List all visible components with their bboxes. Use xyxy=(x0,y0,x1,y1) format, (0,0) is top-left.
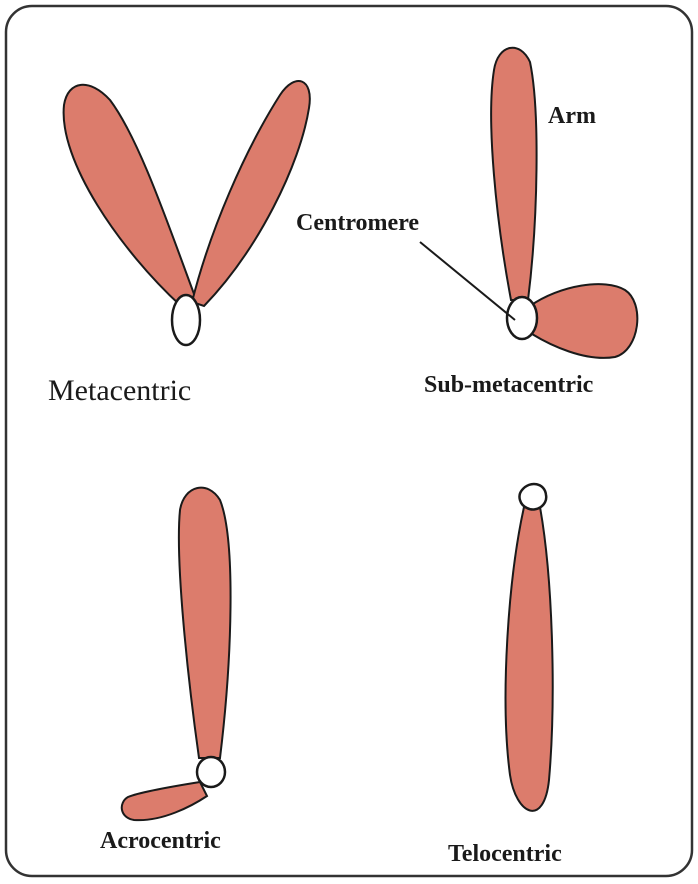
label-acrocentric: Acrocentric xyxy=(100,828,221,855)
telocentric-centromere xyxy=(520,484,547,510)
metacentric-centromere xyxy=(172,295,200,345)
label-arm: Arm xyxy=(548,103,596,130)
label-metacentric: Metacentric xyxy=(48,374,191,408)
label-sub-metacentric: Sub-metacentric xyxy=(424,372,593,399)
acrocentric-centromere xyxy=(197,757,225,787)
label-centromere: Centromere xyxy=(296,210,419,237)
label-telocentric: Telocentric xyxy=(448,841,562,868)
